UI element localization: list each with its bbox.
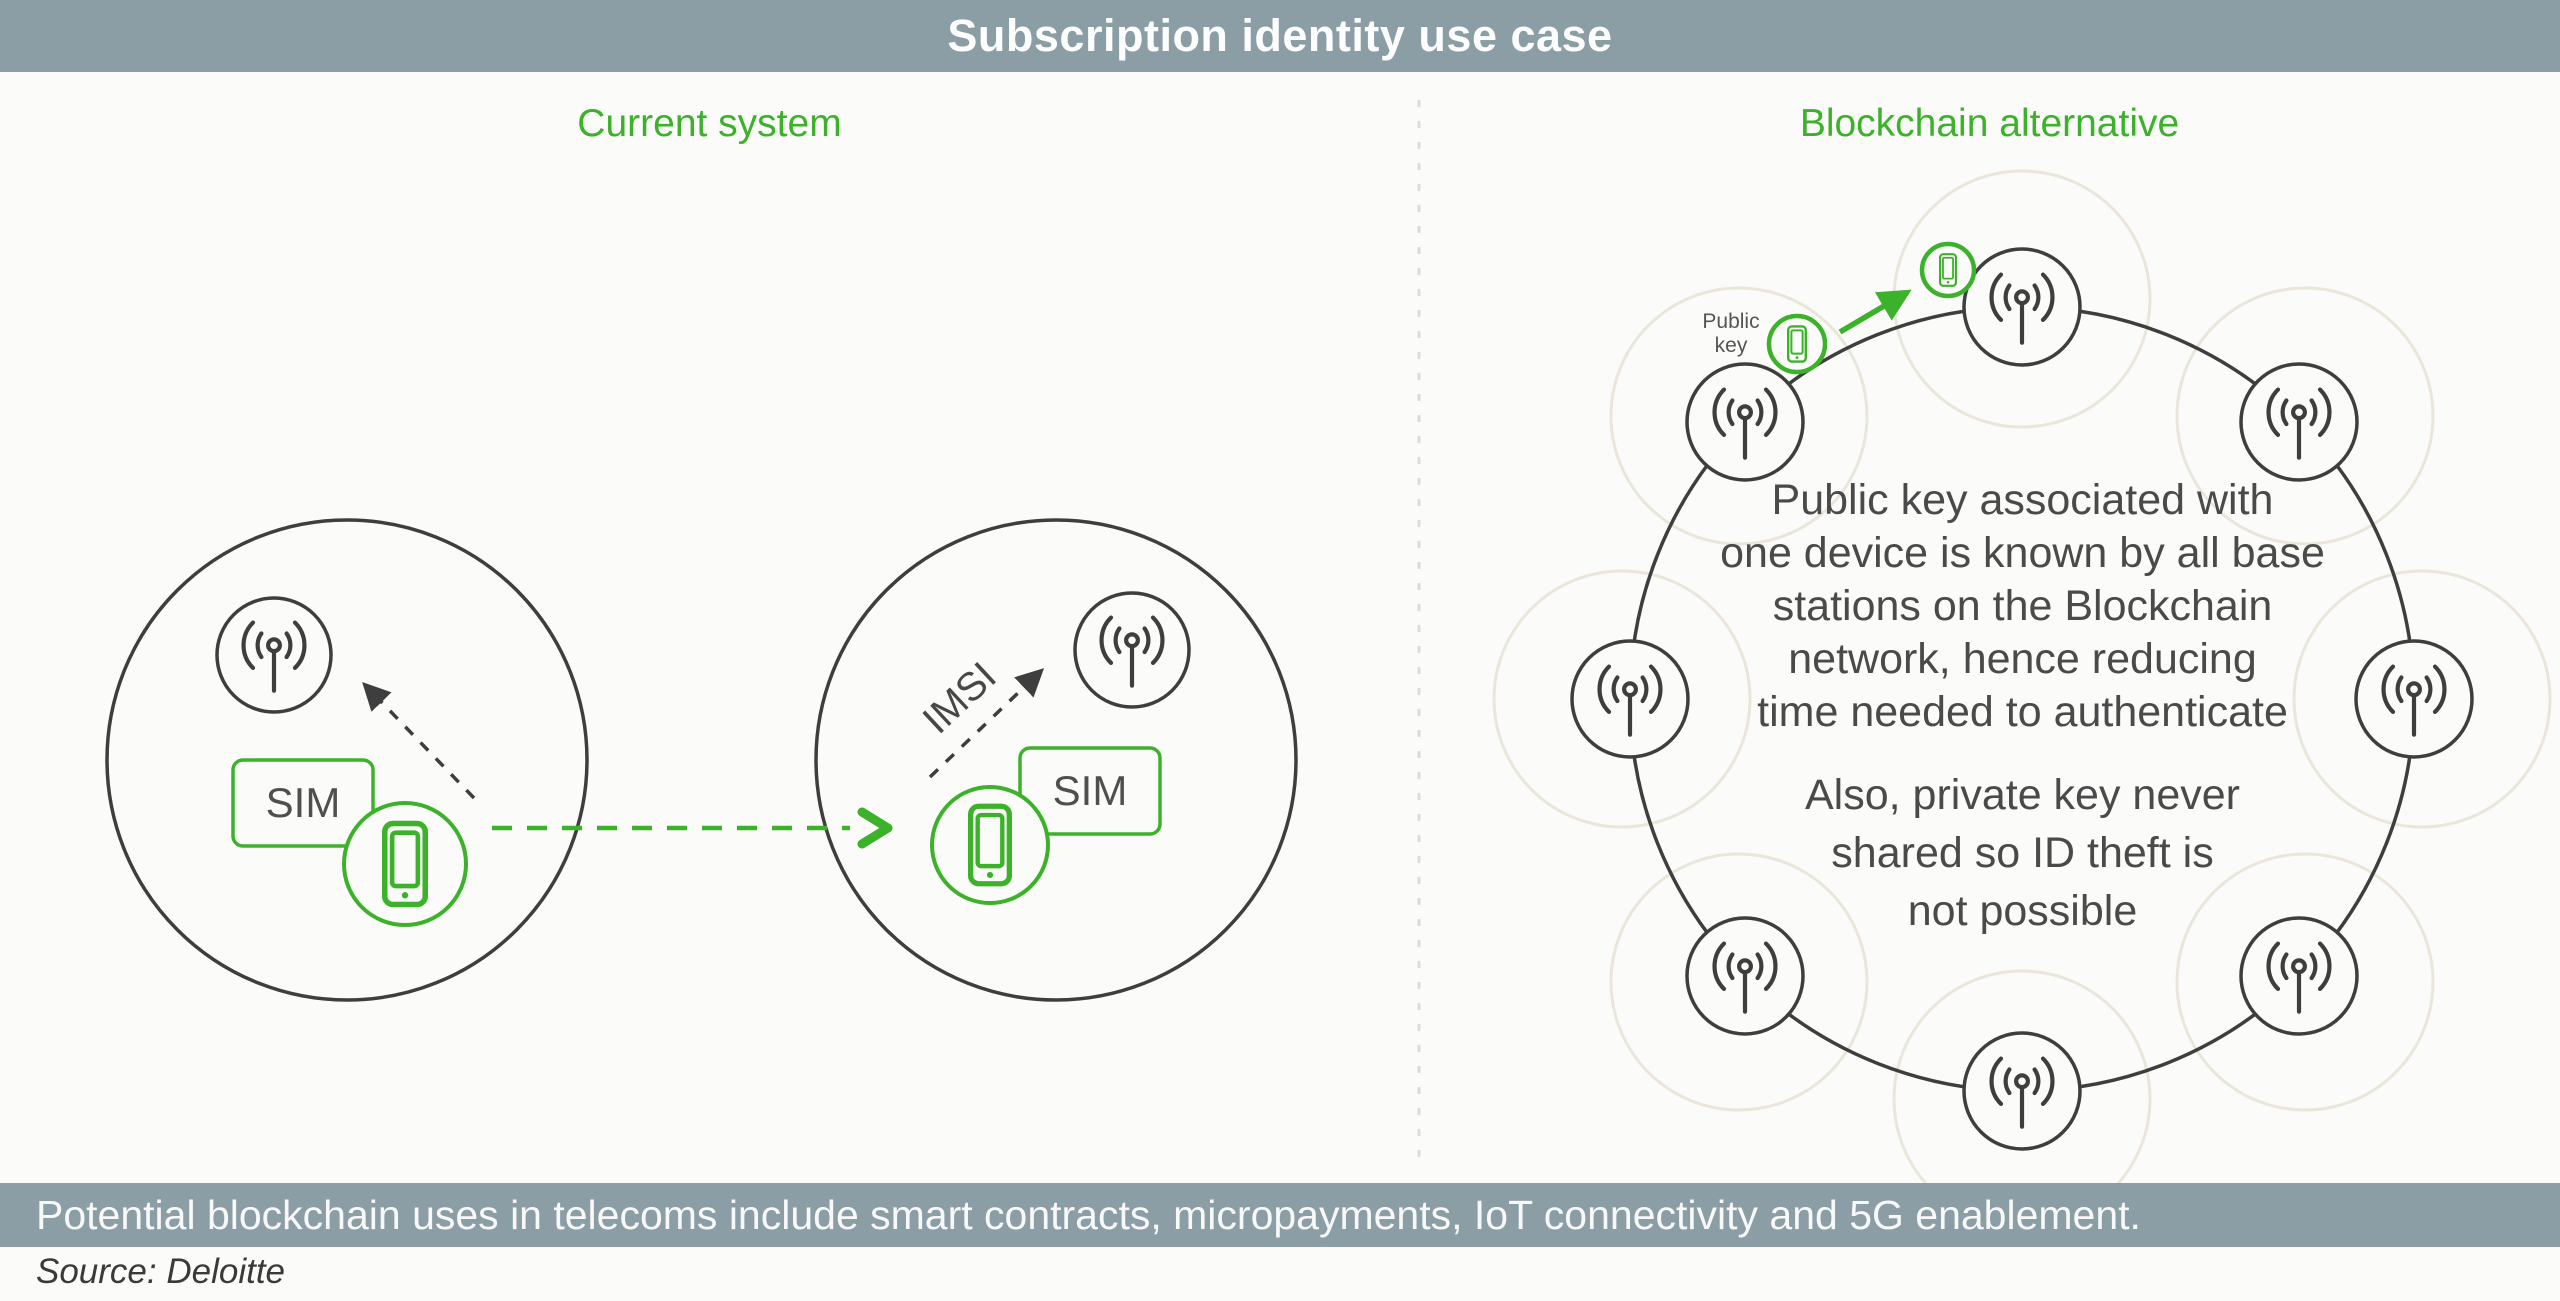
ring-nodes <box>1570 247 2474 1151</box>
public-key-arrow <box>1838 289 1912 335</box>
ring-node-left <box>1570 639 1690 759</box>
source-note: Source: Deloitte <box>36 1252 286 1291</box>
base-station-1 <box>215 596 333 714</box>
ring-node-bottom-left <box>1685 916 1805 1036</box>
halo-circle <box>1492 569 1752 829</box>
device-circle <box>342 801 468 927</box>
current-system-diagram <box>105 518 1298 1002</box>
sim-label-1: SIM <box>265 779 341 826</box>
public-key-label: Public key <box>1702 310 1760 357</box>
footer-bar: Potential blockchain uses in telecoms in… <box>0 1183 2560 1247</box>
ring-node-top <box>1962 247 2082 367</box>
halo-circle <box>2292 569 2552 829</box>
handover-arrowhead <box>857 807 893 849</box>
ring-node-bottom <box>1962 1031 2082 1151</box>
footer-note: Potential blockchain uses in telecoms in… <box>36 1191 2141 1238</box>
ring-node-top-right <box>2239 362 2359 482</box>
halo-circle <box>2175 286 2435 546</box>
key-circle <box>1919 241 1977 299</box>
ring-node-top-left <box>1685 362 1805 482</box>
sim-label-2: SIM <box>1052 767 1128 814</box>
device-circle <box>930 785 1050 905</box>
benefit-text-1: Public key associated with one device is… <box>1720 476 2325 736</box>
right-panel-title: Blockchain alternative <box>1799 102 2180 145</box>
sim-card-1 <box>231 758 375 848</box>
key-circle <box>1766 313 1828 375</box>
base-station-2 <box>1073 591 1191 709</box>
device-2 <box>930 785 1050 905</box>
imsi-arrow <box>928 668 1045 779</box>
benefit-text-2: Also, private key never shared so ID the… <box>1805 771 2240 935</box>
header-bar: Subscription identity use case <box>0 0 2560 72</box>
page-title: Subscription identity use case <box>947 10 1613 61</box>
ring-node-right <box>2354 639 2474 759</box>
halo-circle <box>2175 852 2435 1112</box>
coverage-circle-2 <box>814 518 1298 1002</box>
ring-node-bottom-right <box>2239 916 2359 1036</box>
public-key-icon <box>1766 313 1828 375</box>
blockchain-diagram <box>1492 169 2552 1229</box>
public-key-target-icon <box>1919 241 1977 299</box>
left-panel-title: Current system <box>577 102 842 145</box>
coverage-circle-1 <box>105 518 589 1002</box>
auth-arrow-1 <box>362 681 476 800</box>
device-1 <box>342 801 468 927</box>
halo-circle <box>1609 852 1869 1112</box>
halo-circle <box>1609 286 1869 546</box>
sim-card-2 <box>1018 746 1162 836</box>
